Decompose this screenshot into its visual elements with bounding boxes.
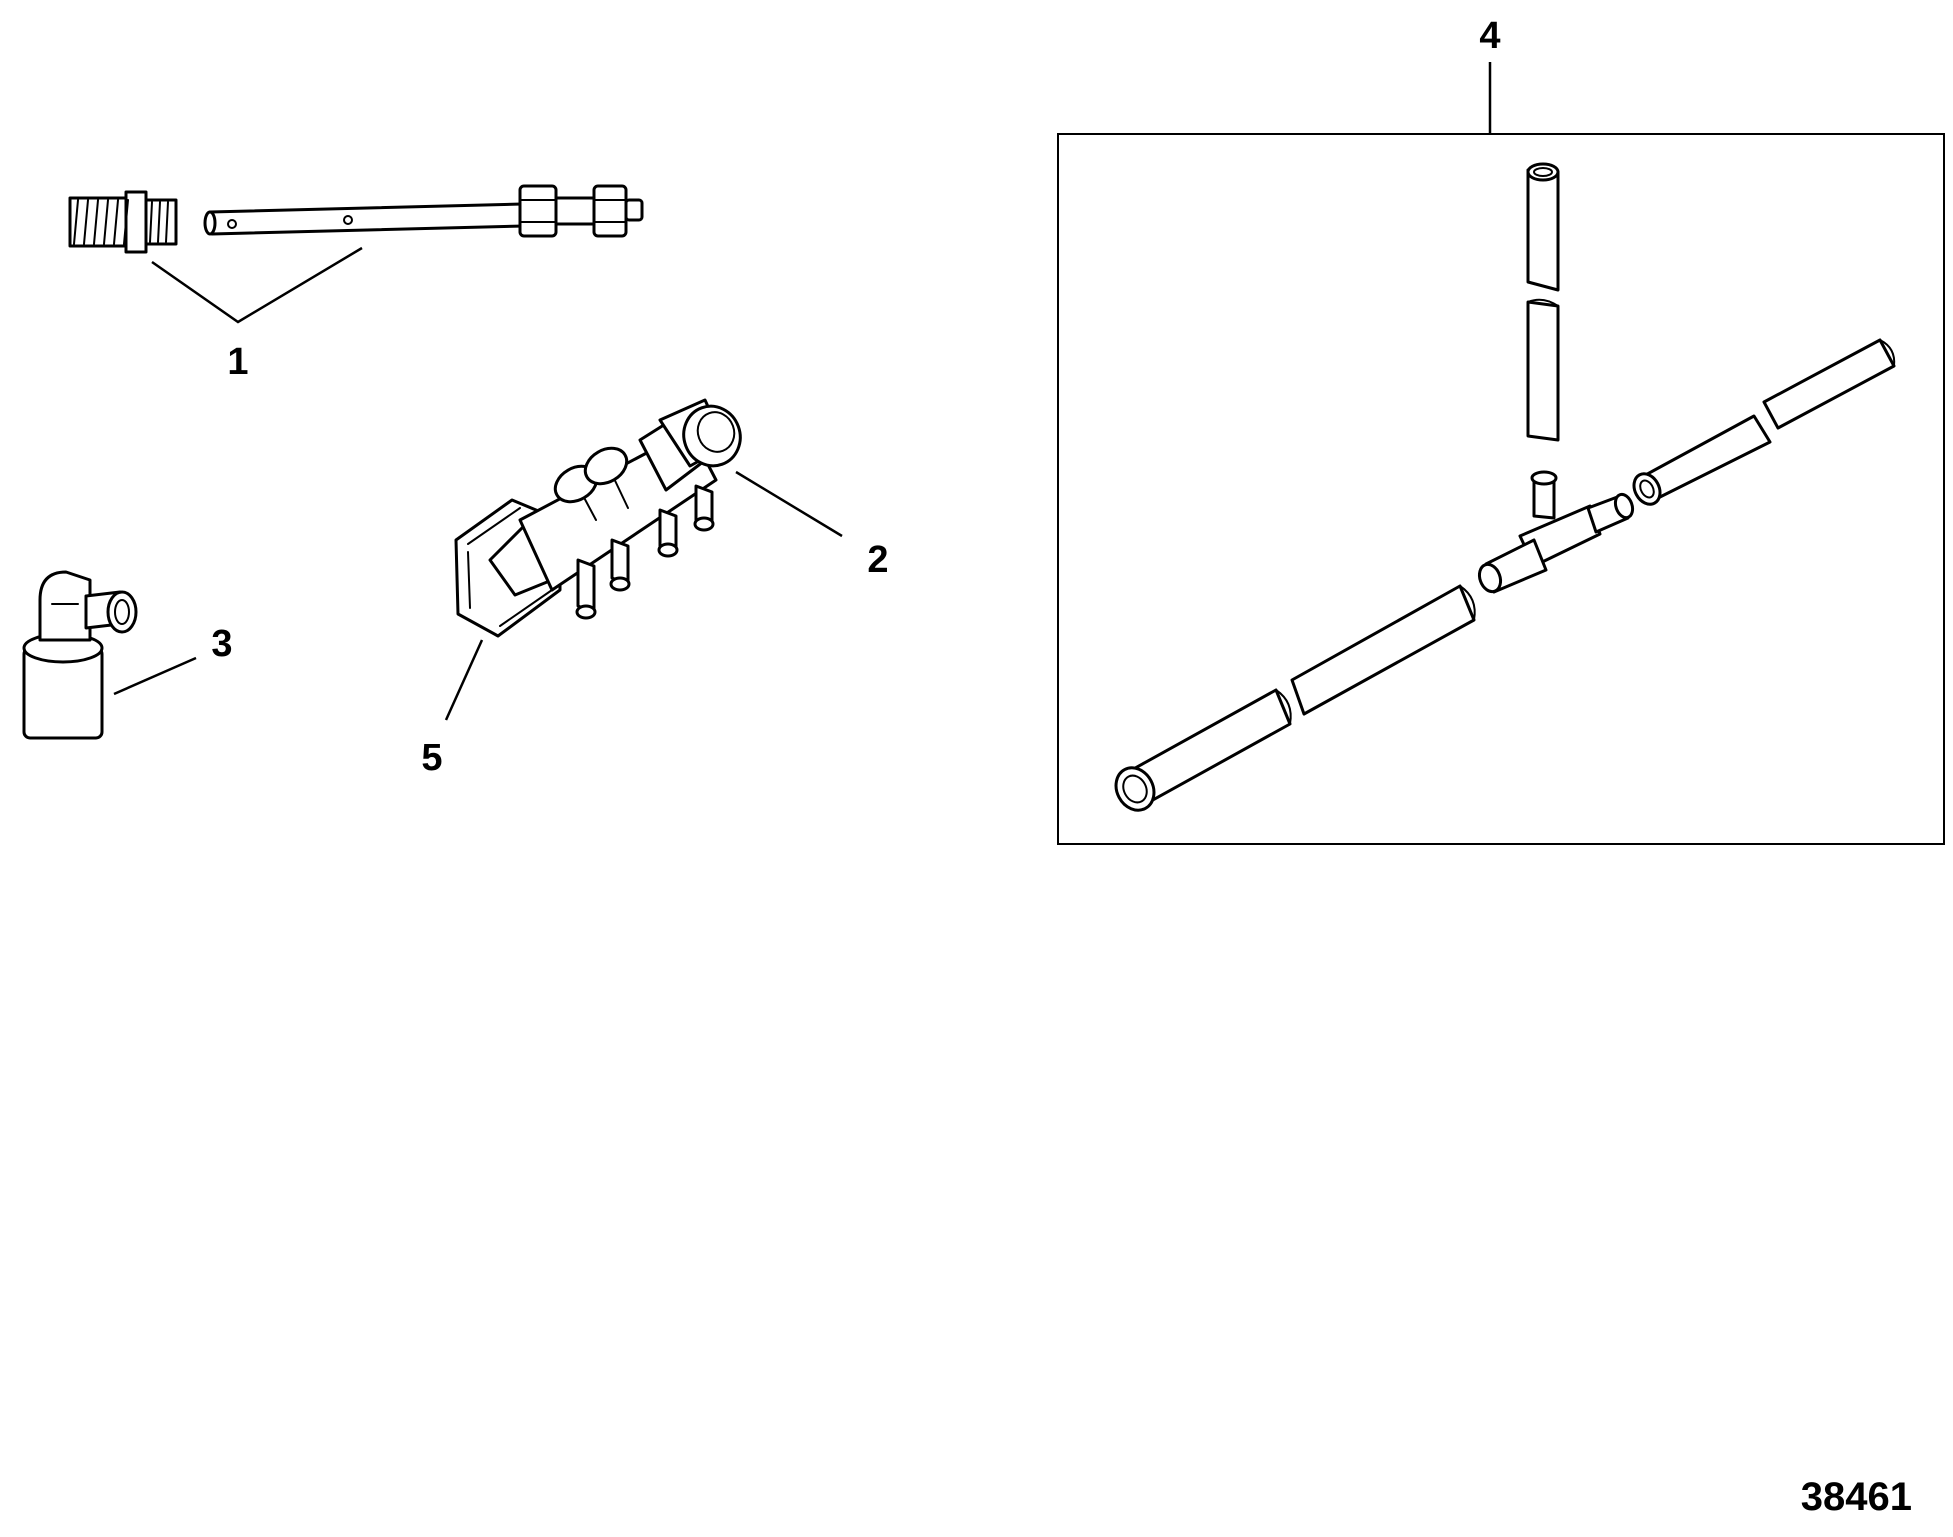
figure-number: 38461 bbox=[1801, 1475, 1912, 1519]
part-3-elbow-fitting bbox=[22, 570, 197, 740]
leader-1 bbox=[151, 246, 363, 324]
main-hose bbox=[1114, 584, 1476, 812]
outlet-nipples bbox=[575, 484, 715, 620]
leader-5 bbox=[444, 639, 484, 721]
callout-1: 1 bbox=[227, 341, 248, 383]
manifold-body bbox=[518, 398, 742, 592]
part-1-fitting-and-tube bbox=[68, 184, 644, 324]
tee-fitting bbox=[1477, 470, 1635, 594]
tube-with-nuts bbox=[203, 184, 644, 238]
callout-4: 4 bbox=[1479, 15, 1500, 57]
kit-border bbox=[1057, 133, 1945, 845]
leader-2 bbox=[735, 470, 843, 538]
callout-2: 2 bbox=[867, 539, 888, 581]
leader-3 bbox=[113, 656, 197, 696]
vertical-hose bbox=[1526, 162, 1560, 442]
right-hose bbox=[1632, 338, 1896, 506]
callout-5: 5 bbox=[421, 737, 442, 779]
part-2-manifold bbox=[444, 398, 843, 721]
callout-3: 3 bbox=[211, 623, 232, 665]
threaded-fitting bbox=[68, 190, 178, 254]
part-4-hose-kit bbox=[1057, 62, 1945, 845]
